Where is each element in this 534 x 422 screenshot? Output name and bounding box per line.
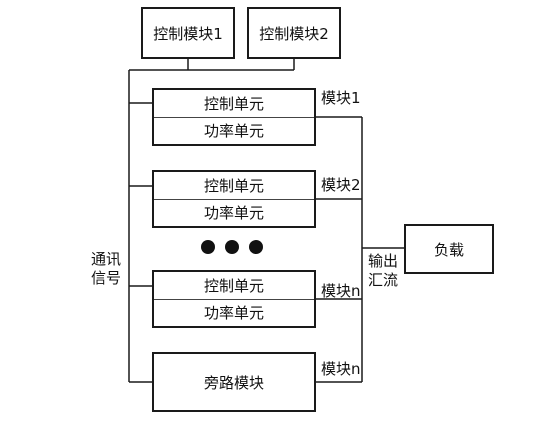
module-2-control-unit: 控制单元: [203, 177, 264, 195]
ellipsis-dot-2: [225, 240, 239, 254]
module-n-tag: 模块n: [321, 282, 361, 300]
comm-signal-label: 通讯 信号: [88, 250, 124, 288]
bypass-module: 旁路模块: [152, 352, 316, 412]
comm-signal-line2: 信号: [90, 269, 121, 287]
module-1-tag: 模块1: [321, 89, 361, 107]
module-2-block: 控制单元 功率单元: [152, 170, 316, 228]
output-bus-label: 输出 汇流: [365, 252, 401, 290]
module-n-divider: [154, 299, 314, 300]
module-1-divider: [154, 117, 314, 118]
module-2-tag: 模块2: [321, 176, 361, 194]
bypass-module-label: 旁路模块: [203, 373, 264, 392]
bypass-module-tag: 模块n: [321, 360, 361, 378]
module-1-power-unit: 功率单元: [203, 122, 264, 140]
control-module-2: 控制模块2: [247, 7, 341, 59]
module-1-block: 控制单元 功率单元: [152, 88, 316, 146]
module-2-power-unit: 功率单元: [203, 204, 264, 222]
output-bus-line1: 输出: [367, 252, 398, 270]
comm-signal-line1: 通讯: [90, 250, 121, 268]
control-module-1: 控制模块1: [141, 7, 235, 59]
ellipsis-dot-3: [249, 240, 263, 254]
ellipsis-dot-1: [201, 240, 215, 254]
output-bus-line2: 汇流: [367, 271, 398, 289]
load-box: 负载: [404, 224, 494, 274]
module-n-block: 控制单元 功率单元: [152, 270, 316, 328]
module-n-control-unit: 控制单元: [203, 277, 264, 295]
module-2-divider: [154, 199, 314, 200]
control-module-2-label: 控制模块2: [259, 24, 329, 43]
control-module-1-label: 控制模块1: [153, 24, 223, 43]
module-n-power-unit: 功率单元: [203, 304, 264, 322]
load-label: 负载: [433, 240, 464, 259]
module-1-control-unit: 控制单元: [203, 95, 264, 113]
